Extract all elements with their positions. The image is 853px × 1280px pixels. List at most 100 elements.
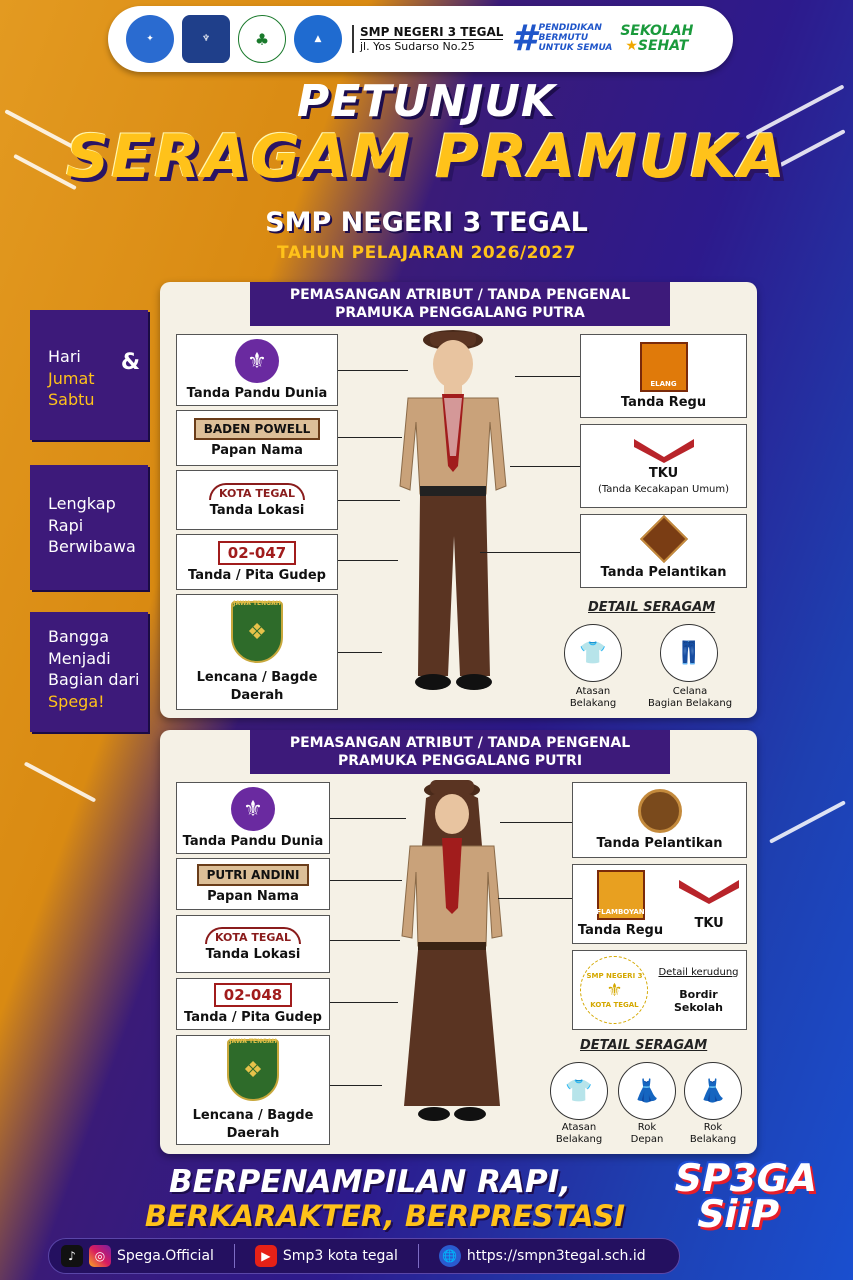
name-plate: PUTRI ANDINI (196, 864, 310, 886)
box-label: Tanda Lokasi (205, 946, 301, 962)
bg-streak (769, 800, 846, 844)
box-label: Sekolah (674, 1000, 723, 1014)
name-plate: BADEN POWELL (193, 418, 321, 440)
flower-patch-icon: FLAMBOYAN (596, 870, 645, 920)
connector-line (498, 898, 572, 899)
sekolah-sehat-logo: SEKOLAH ★SEHAT (620, 22, 694, 55)
panel-title: PEMASANGAN ATRIBUT / TANDA PENGENAL PRAM… (250, 730, 670, 774)
box-label: Tanda Regu (620, 395, 707, 410)
box-label: Tanda Regu (577, 923, 664, 938)
skirt-front-icon: 👗 (618, 1062, 676, 1120)
sehat-line: SEKOLAH (620, 22, 694, 39)
box-pita-gudep: 02-048 Tanda / Pita Gudep (176, 978, 330, 1030)
hashtag-line: BERMUTU (538, 33, 589, 44)
connector-line (500, 822, 572, 823)
website-link[interactable]: 🌐 https://smpn3tegal.sch.id (438, 1245, 646, 1267)
box-tanda-pelantikan: Tanda Pelantikan (580, 514, 747, 588)
box-lencana-daerah: ❖ JAWA TENGAH Lencana / Bagde Daerah (176, 1035, 330, 1145)
brand-line: SP3GA (669, 1156, 822, 1200)
box-label: Tanda Pandu Dunia (186, 386, 328, 401)
instagram-icon: ◎ (89, 1245, 111, 1267)
box-label: TKU (648, 466, 679, 481)
ribbon-days: Hari Jumat Sabtu & (30, 310, 148, 440)
spega-siip-logo: SP3GA SiiP (630, 1156, 849, 1250)
ribbon-values: Lengkap Rapi Berwibawa (30, 465, 148, 590)
location-arc: KOTA TEGAL (205, 926, 301, 944)
scout-boy-figure (399, 330, 507, 690)
box-label: Papan Nama (211, 443, 303, 458)
box-label: Lencana / Bagde (192, 1108, 314, 1123)
slogan-line-2: BERKARAKTER, BERPRESTASI (144, 1199, 626, 1233)
box-label: Tanda / Pita Gudep (184, 1010, 322, 1025)
ribbon-amp: & (120, 350, 140, 375)
footer-separator (417, 1244, 419, 1268)
connector-line (480, 552, 580, 553)
connector-line (330, 1085, 382, 1086)
badge-caption: JAWA TENGAH (233, 600, 281, 607)
youtube-link[interactable]: ▶ Smp3 kota tegal (254, 1245, 398, 1267)
panel-title: PEMASANGAN ATRIBUT / TANDA PENGENAL PRAM… (250, 282, 670, 326)
box-pandu-dunia: ⚜ Tanda Pandu Dunia (176, 782, 330, 854)
box-label: Daerah (230, 688, 284, 703)
connector-line (338, 437, 402, 438)
patch-caption: FLAMBOYAN (596, 908, 645, 916)
box-regu-tku: FLAMBOYAN Tanda Regu TKU (572, 864, 747, 944)
panel-putra: PEMASANGAN ATRIBUT / TANDA PENGENAL PRAM… (160, 282, 757, 718)
box-label: Daerah (226, 1126, 280, 1141)
smp3-logo: ▲ (294, 15, 342, 63)
box-papan-nama: PUTRI ANDINI Papan Nama (176, 858, 330, 910)
kemendikbud-logo: ✦ (126, 15, 174, 63)
box-label: Tanda Lokasi (209, 502, 305, 518)
social-handle: Spega.Official (117, 1248, 214, 1264)
footer-separator (233, 1244, 235, 1268)
title-year: TAHUN PELAJARAN 2026/2027 (277, 243, 576, 263)
connector-line (338, 370, 408, 371)
connector-line (338, 652, 382, 653)
school-address: jl. Yos Sudarso No.25 (360, 40, 475, 53)
ribbon-text: Menjadi (48, 648, 111, 668)
ribbon-text: Hari (48, 347, 81, 366)
title-school: SMP NEGERI 3 TEGAL (265, 207, 588, 238)
detail-seragam-title: DETAIL SERAGAM (580, 1038, 708, 1053)
school-name: SMP NEGERI 3 TEGAL (360, 25, 504, 40)
slogan-line-1: BERPENAMPILAN RAPI, (169, 1164, 571, 1200)
connector-line (510, 466, 580, 467)
eagle-patch-icon: ELANG (639, 342, 688, 392)
title-petunjuk: PETUNJUK (296, 76, 557, 127)
ribbon-text: Berwibawa (48, 537, 136, 557)
shirt-back-icon: 👕 (550, 1062, 608, 1120)
connector-line (338, 500, 400, 501)
skirt-back-icon: 👗 (684, 1062, 742, 1120)
box-label: Bordir (679, 987, 718, 1001)
box-label: Tanda Pandu Dunia (182, 834, 324, 849)
ribbon-text: Bagian dari (48, 670, 140, 690)
fleur-de-lis-icon: ⚜ (235, 339, 279, 383)
panel-title-line: PRAMUKA PENGGALANG PUTRA (335, 305, 585, 321)
round-badge-icon (637, 789, 682, 833)
badge-caption: JAWA TENGAH (229, 1038, 277, 1045)
box-label: Tanda Pelantikan (600, 565, 727, 580)
school-info: SMP NEGERI 3 TEGAL jl. Yos Sudarso No.25 (352, 25, 504, 53)
ribbon-text: Spega! (48, 691, 105, 711)
school-emblem-icon: SMP NEGERI 3 ⚜ KOTA TEGAL (580, 956, 649, 1024)
box-tanda-pelantikan: Tanda Pelantikan (572, 782, 747, 858)
box-pita-gudep: 02-047 Tanda / Pita Gudep (176, 534, 338, 590)
hashtag-line: PENDIDIKAN (538, 23, 602, 34)
brand-line: SiiP (692, 1192, 784, 1237)
panel-putri: PEMASANGAN ATRIBUT / TANDA PENGENAL PRAM… (160, 730, 757, 1154)
box-tanda-lokasi: KOTA TEGAL Tanda Lokasi (176, 470, 338, 530)
connector-line (338, 560, 398, 561)
youtube-handle: Smp3 kota tegal (282, 1248, 398, 1264)
social-instagram-link[interactable]: ♪ ◎ Spega.Official (61, 1245, 214, 1267)
panel-title-line: PEMASANGAN ATRIBUT / TANDA PENGENAL (289, 287, 631, 303)
box-tanda-regu: ELANG Tanda Regu (580, 334, 747, 418)
emblem-caption: SMP NEGERI 3 (586, 971, 643, 980)
box-tku: TKU (Tanda Kecakapan Umum) (580, 424, 747, 508)
box-papan-nama: BADEN POWELL Papan Nama (176, 410, 338, 466)
shirt-back-icon: 👕 (564, 624, 622, 682)
regional-badge-icon: ❖ (227, 1039, 279, 1101)
box-bordir-sekolah: SMP NEGERI 3 ⚜ KOTA TEGAL Detail kerudun… (572, 950, 747, 1030)
